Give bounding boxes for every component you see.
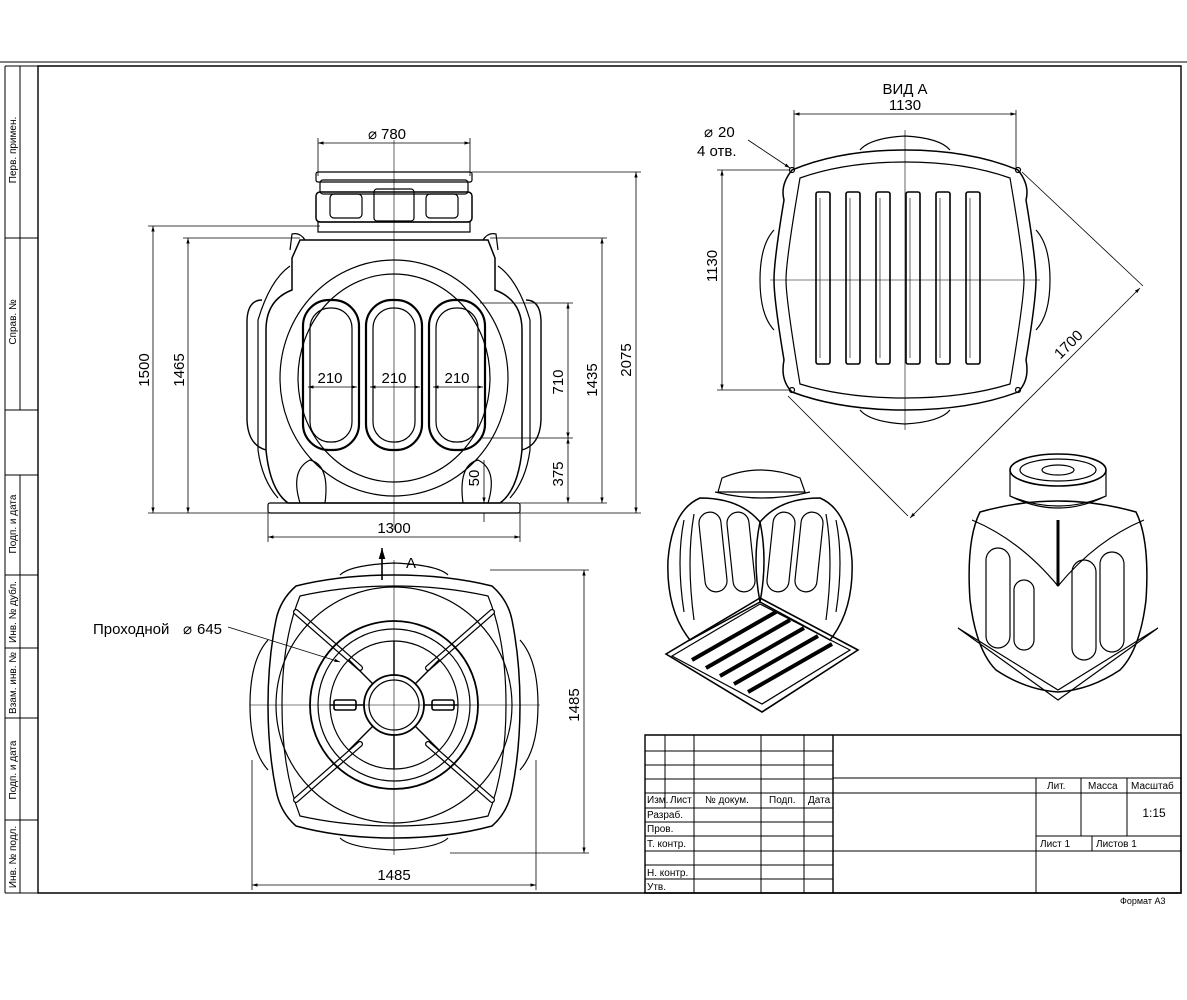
isometric-view-top (958, 454, 1158, 700)
view-arrow-label: А (406, 555, 416, 572)
view-a (760, 130, 1050, 430)
dim-view-a-width: 1130 (889, 97, 921, 114)
dim-diameter-symbol: ⌀ (368, 126, 377, 143)
tb-header-list: Лист (670, 795, 692, 806)
dim-view-a-height: 1130 (704, 250, 721, 282)
dim-slot-w1: 210 (317, 370, 342, 387)
isometric-view-bottom (666, 470, 858, 712)
view-a-title: ВИД А (882, 81, 927, 98)
dim-height-1435: 1435 (584, 363, 601, 396)
stamp-sprav: Справ. № (8, 299, 19, 345)
dim-hole-symbol: ⌀ (704, 124, 713, 141)
view-a-dimensions (717, 110, 1143, 518)
stamp-vzam-inv: Взам. инв. № (8, 652, 19, 714)
stamp-inv-podl: Инв. № подл. (8, 826, 19, 888)
dim-top-view-height: 1485 (566, 688, 583, 721)
tb-row-prov: Пров. (647, 824, 673, 835)
dim-height-1465: 1465 (171, 353, 188, 386)
dim-base-to-slot: 375 (550, 461, 567, 486)
tb-scale-label: Масштаб (1131, 780, 1174, 792)
tb-mass-label: Масса (1088, 781, 1118, 792)
dim-view-a-diagonal: 1700 (1051, 327, 1087, 363)
tb-row-t-kontr: Т. контр. (647, 839, 686, 850)
passage-label: Проходной (93, 621, 169, 638)
dim-hole-diameter: 20 (718, 124, 735, 141)
dim-top-diameter: 780 (381, 126, 406, 143)
front-view (247, 140, 541, 530)
passage-diameter: 645 (197, 621, 222, 638)
passage-diameter-symbol: ⌀ (183, 621, 192, 638)
tb-header-data: Дата (808, 795, 831, 806)
format-label: Формат А3 (1120, 896, 1165, 906)
dim-top-view-width: 1485 (377, 867, 410, 884)
dim-width-1300: 1300 (377, 520, 410, 537)
dim-slot-w2: 210 (381, 370, 406, 387)
title-block-texts: Изм. Лист № докум. Подп. Дата Разраб. Пр… (647, 780, 1174, 906)
top-view (250, 560, 540, 855)
top-view-texts: 1485 1485 А Проходной ⌀ 645 (93, 555, 583, 884)
top-view-dimensions (228, 548, 589, 890)
front-dim-texts: ⌀ 780 1500 1465 2075 1435 710 375 50 130… (136, 126, 635, 537)
dim-height-1500: 1500 (136, 353, 153, 386)
tb-header-izm: Изм. (647, 795, 668, 806)
tb-header-dokum: № докум. (705, 795, 749, 806)
stamp-perv-primen: Перв. примен. (8, 117, 19, 183)
tb-row-n-kontr: Н. контр. (647, 868, 688, 879)
tb-row-razrab: Разраб. (647, 809, 683, 821)
front-dimensions (148, 138, 641, 542)
title-block (645, 735, 1181, 893)
dim-slot-w3: 210 (444, 370, 469, 387)
tb-scale-value: 1:15 (1142, 806, 1166, 820)
tb-sheets-label: Листов 1 (1096, 839, 1137, 850)
view-a-texts: ВИД А 1130 1130 1700 ⌀ 20 4 отв. (697, 81, 1087, 363)
stamp-inv-dubl: Инв. № дубл. (7, 581, 19, 643)
tb-header-podp: Подп. (769, 795, 796, 806)
tb-lit-label: Лит. (1047, 781, 1065, 792)
tb-row-utv: Утв. (647, 882, 666, 893)
side-stamps: Перв. примен. Справ. № Подп. и дата Инв.… (7, 117, 19, 888)
dim-height-2075: 2075 (618, 343, 635, 376)
sheet-frame (38, 66, 1181, 893)
stamp-podp-data-1: Подп. и дата (8, 494, 19, 553)
stamp-podp-data-2: Подп. и дата (8, 740, 19, 799)
dim-hole-count: 4 отв. (697, 143, 737, 160)
tb-sheet-label: Лист 1 (1040, 839, 1071, 850)
dim-slot-height: 710 (550, 369, 567, 394)
dim-base-thickness: 50 (466, 470, 483, 487)
